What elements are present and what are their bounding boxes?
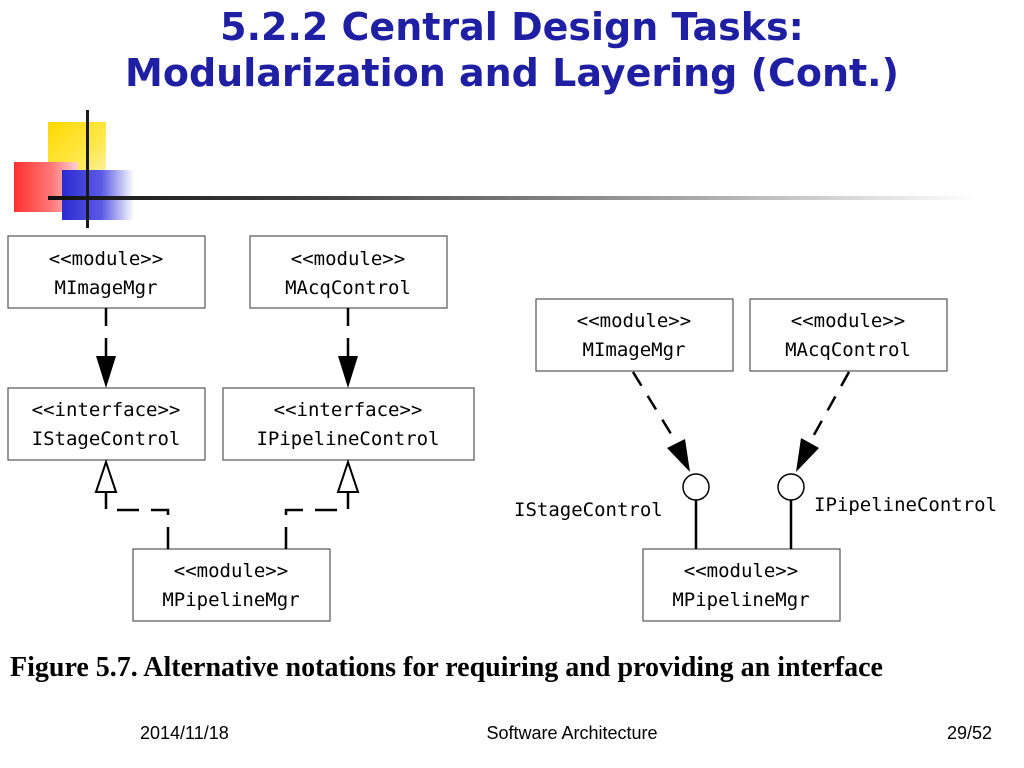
slide-title: 5.2.2 Central Design Tasks: Modularizati… [40,4,984,96]
right-arrow-head-istage [667,439,690,472]
left-box-macqcontrol: <<module>> MAcqControl [249,235,448,309]
right-lollipop-ipipeline [777,473,805,501]
left-macqcontrol-name: MAcqControl [285,277,411,299]
right-arrow-head-ipipeline [796,438,819,472]
slide-title-line-2: Modularization and Layering (Cont.) [125,51,899,95]
left-realize-triangle-ipipeline [336,458,360,493]
right-box-mpipelinemgr: <<module>> MPipelineMgr [642,548,841,622]
left-mpipelinemgr-name: MPipelineMgr [162,589,299,611]
right-macqcontrol-stereotype: <<module>> [791,310,905,332]
title-underline [48,196,978,200]
footer-title: Software Architecture [486,723,658,743]
right-dep-mimagemgr [631,371,678,443]
logo-blue-square [62,170,134,220]
right-box-mimagemgr: <<module>> MImageMgr [535,298,734,372]
left-macqcontrol-stereotype: <<module>> [291,248,405,270]
right-mimagemgr-name: MImageMgr [583,339,686,361]
left-box-mimagemgr: <<module>> MImageMgr [7,235,206,309]
left-istagecontrol-stereotype: <<interface>> [32,399,181,421]
left-diagram: <<module>> MImageMgr <<module>> MAcqCont… [7,235,475,622]
left-mimagemgr-name: MImageMgr [55,277,158,299]
slide-title-line-1: 5.2.2 Central Design Tasks: [220,5,804,49]
left-arrow-head-ipipeline [338,356,358,388]
right-diagram: <<module>> MImageMgr <<module>> MAcqCont… [514,298,997,622]
left-box-mpipelinemgr: <<module>> MPipelineMgr [132,548,331,622]
left-box-ipipelinecontrol: <<interface>> IPipelineControl [222,387,475,461]
left-box-istagecontrol: <<interface>> IStageControl [7,387,206,461]
left-realize-istage [104,492,170,549]
right-lollipop-label-ipipeline: IPipelineControl [814,494,997,516]
right-dep-macqcontrol [808,371,851,443]
uml-diagram: <<module>> MImageMgr <<module>> MAcqCont… [7,235,997,622]
left-mimagemgr-stereotype: <<module>> [49,248,163,270]
footer-date: 2014/11/18 [140,723,229,743]
logo-vertical-line [86,110,89,228]
left-arrow-head-istage [96,356,116,388]
right-macqcontrol-name: MAcqControl [785,339,911,361]
left-ipipelinecontrol-name: IPipelineControl [256,428,439,450]
right-mpipelinemgr-stereotype: <<module>> [684,560,798,582]
left-istagecontrol-name: IStageControl [32,428,181,450]
footer-page-number: 29/52 [946,723,992,743]
right-mimagemgr-stereotype: <<module>> [577,310,691,332]
decorative-logo [10,108,978,228]
left-ipipelinecontrol-stereotype: <<interface>> [274,399,423,421]
left-realize-triangle-istage [94,458,118,493]
right-box-macqcontrol: <<module>> MAcqControl [749,298,948,372]
figure-caption: Figure 5.7. Alternative notations for re… [10,652,883,683]
left-realize-ipipeline [284,492,350,549]
right-lollipop-istage [682,473,710,501]
left-mpipelinemgr-stereotype: <<module>> [174,560,288,582]
right-lollipop-label-istage: IStageControl [514,499,663,521]
right-mpipelinemgr-name: MPipelineMgr [672,589,809,611]
